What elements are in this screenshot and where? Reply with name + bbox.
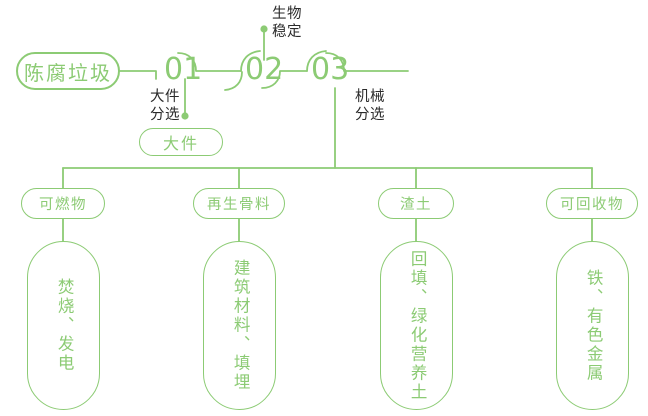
stage-number-03-label: 03 [311,52,350,87]
category-pill-kerangwu[interactable]: 可燃物 [21,188,105,219]
outcome-box-tieyousejinshu-text: 铁、有色金属 [584,268,603,383]
process-label-02-line1: 生物 [272,6,302,22]
outcome-box-jianzhucailiao-text: 建筑材料、填埋 [231,259,250,392]
category-pill-zaishenguliao-label: 再生骨料 [207,197,271,213]
process-label-02: 生物 稳定 [272,6,302,41]
dot-dajian [181,112,189,120]
stage-number-01-label: 01 [164,52,203,87]
stage-number-01[interactable]: 01 [164,55,202,85]
outcome-box-huitianlvhua[interactable]: 回填、绿化营养土 [380,241,453,410]
outcome-box-fenshaofadian-text: 焚烧、发电 [55,278,74,373]
process-label-01-line2: 分选 [150,106,180,123]
process-label-02-line2: 稳定 [272,23,302,40]
outcome-box-fenshaofadian[interactable]: 焚烧、发电 [27,241,100,410]
stage-number-02-label: 02 [245,52,284,87]
outcome-box-jianzhucailiao[interactable]: 建筑材料、填埋 [203,241,276,410]
wire-source-to-01 [118,70,157,80]
source-node-chenfulaji[interactable]: 陈腐垃圾 [16,52,120,90]
dot-biostable [260,25,268,33]
process-label-01: 大件 分选 [136,89,180,124]
process-label-03-line2: 分选 [355,106,385,123]
category-pill-kehuishouwu-label: 可回收物 [560,197,624,213]
branch-output-dajian-label: 大件 [162,136,199,153]
arc-02-lower [222,71,241,88]
category-pill-zaishenguliao[interactable]: 再生骨料 [193,188,285,219]
stage-number-02[interactable]: 02 [245,55,283,85]
arc-02-lower-open [224,71,243,91]
source-node-label: 陈腐垃圾 [24,62,112,85]
process-label-03: 机械 分选 [355,89,385,124]
category-pill-kehuishouwu[interactable]: 可回收物 [546,188,638,219]
process-label-01-line1: 大件 [150,89,180,105]
category-pill-kerangwu-label: 可燃物 [39,197,87,213]
outcome-box-tieyousejinshu[interactable]: 铁、有色金属 [556,241,629,410]
process-label-03-line1: 机械 [355,89,385,105]
stage-number-03[interactable]: 03 [311,55,349,85]
category-pill-zhatu-label: 渣土 [400,197,432,213]
category-pill-zhatu[interactable]: 渣土 [378,188,454,219]
branch-output-dajian[interactable]: 大件 [139,128,223,156]
outcome-box-huitianlvhua-text: 回填、绿化营养土 [408,249,427,402]
